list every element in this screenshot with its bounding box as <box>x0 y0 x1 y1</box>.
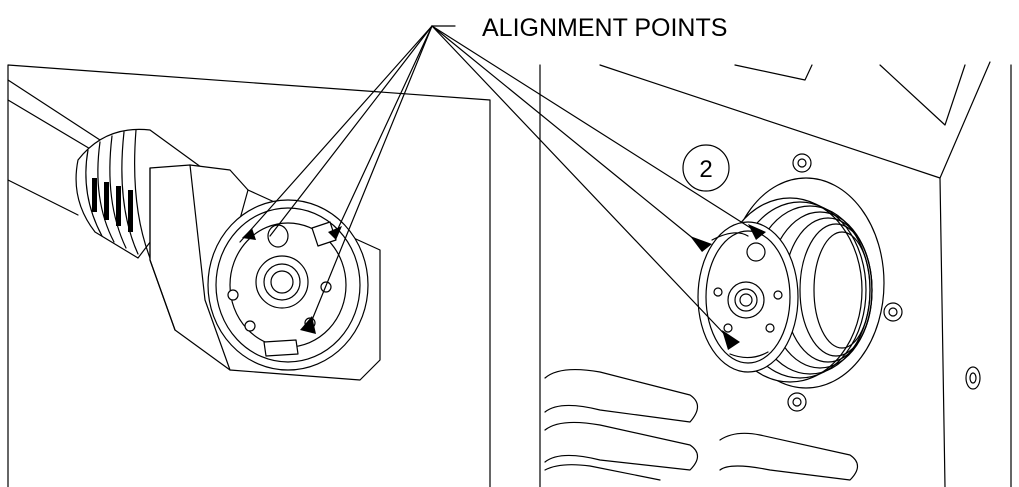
callout-leaders <box>239 25 758 341</box>
connector-panel <box>7 64 491 487</box>
strain-relief <box>75 128 206 259</box>
step-number: 2 <box>699 156 712 183</box>
step-badge: 2 <box>682 144 730 192</box>
hose <box>7 79 101 216</box>
receptacle-face <box>690 221 799 373</box>
callout-label: ALIGNMENT POINTS <box>482 14 727 42</box>
mounting-bolts <box>787 153 981 412</box>
machine-panel: 2 <box>539 61 1012 487</box>
connector-face <box>207 199 369 371</box>
